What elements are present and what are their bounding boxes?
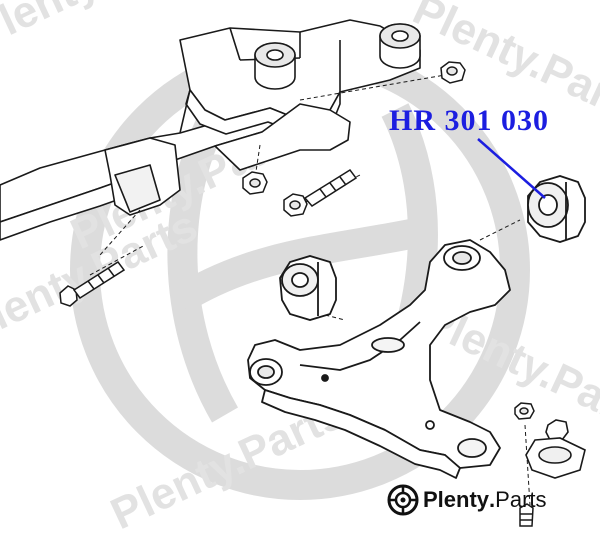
subframe-arm [214, 103, 351, 171]
guide-nut-top [299, 74, 446, 101]
part-number-label[interactable]: HR 301 030 [389, 104, 549, 137]
guide-bushing-callout [479, 219, 521, 241]
assembly-guides [89, 74, 531, 506]
subframe-bushing-top-right-bore [391, 30, 409, 42]
subframe-mount-face [114, 164, 161, 213]
nut-top-right [440, 61, 466, 84]
control-arm-front-eye-bore [257, 365, 275, 379]
nut-bolt-head-middle [283, 193, 308, 217]
control-arm-slot [371, 337, 405, 353]
ball-joint-nut [514, 402, 535, 420]
bolts [59, 169, 534, 527]
bolt-front [59, 260, 126, 307]
guide-front-mount [99, 209, 141, 256]
bolt-rear [303, 169, 358, 207]
brand-separator: . [489, 487, 496, 512]
control-arm-ball-joint-hole [457, 438, 487, 458]
control-arm-lower-flange [261, 389, 461, 479]
ball-joint [525, 419, 586, 479]
brand-suffix: Parts [495, 487, 547, 512]
control-arm-hole-1 [321, 374, 329, 382]
watermark-crossbar [172, 215, 434, 313]
subframe-edge-5 [179, 89, 191, 134]
bolt-ball-joint [519, 503, 534, 527]
control-arm-rear-eye-bore [452, 251, 472, 265]
control-arm-hole-2 [425, 420, 435, 430]
subframe-edge-1 [229, 27, 241, 61]
plenty-parts-logo-icon [387, 484, 419, 516]
control-arm [247, 239, 511, 479]
brand-name: Plenty [423, 487, 490, 512]
guide-front-bolt [89, 244, 146, 276]
guide-ball-joint [524, 424, 531, 506]
brand-logo: Plenty.Parts [387, 482, 547, 518]
hardware [242, 61, 535, 420]
subframe-bushing-top-left-bore [266, 49, 284, 61]
callout-leader-line [477, 138, 546, 199]
control-arm-inner-rib [299, 321, 421, 371]
guide-subframe-drop [254, 144, 261, 179]
subframe [0, 19, 421, 241]
callout-bushing [527, 175, 586, 243]
nut-middle [242, 171, 268, 195]
arm-front-bushing [279, 255, 337, 321]
